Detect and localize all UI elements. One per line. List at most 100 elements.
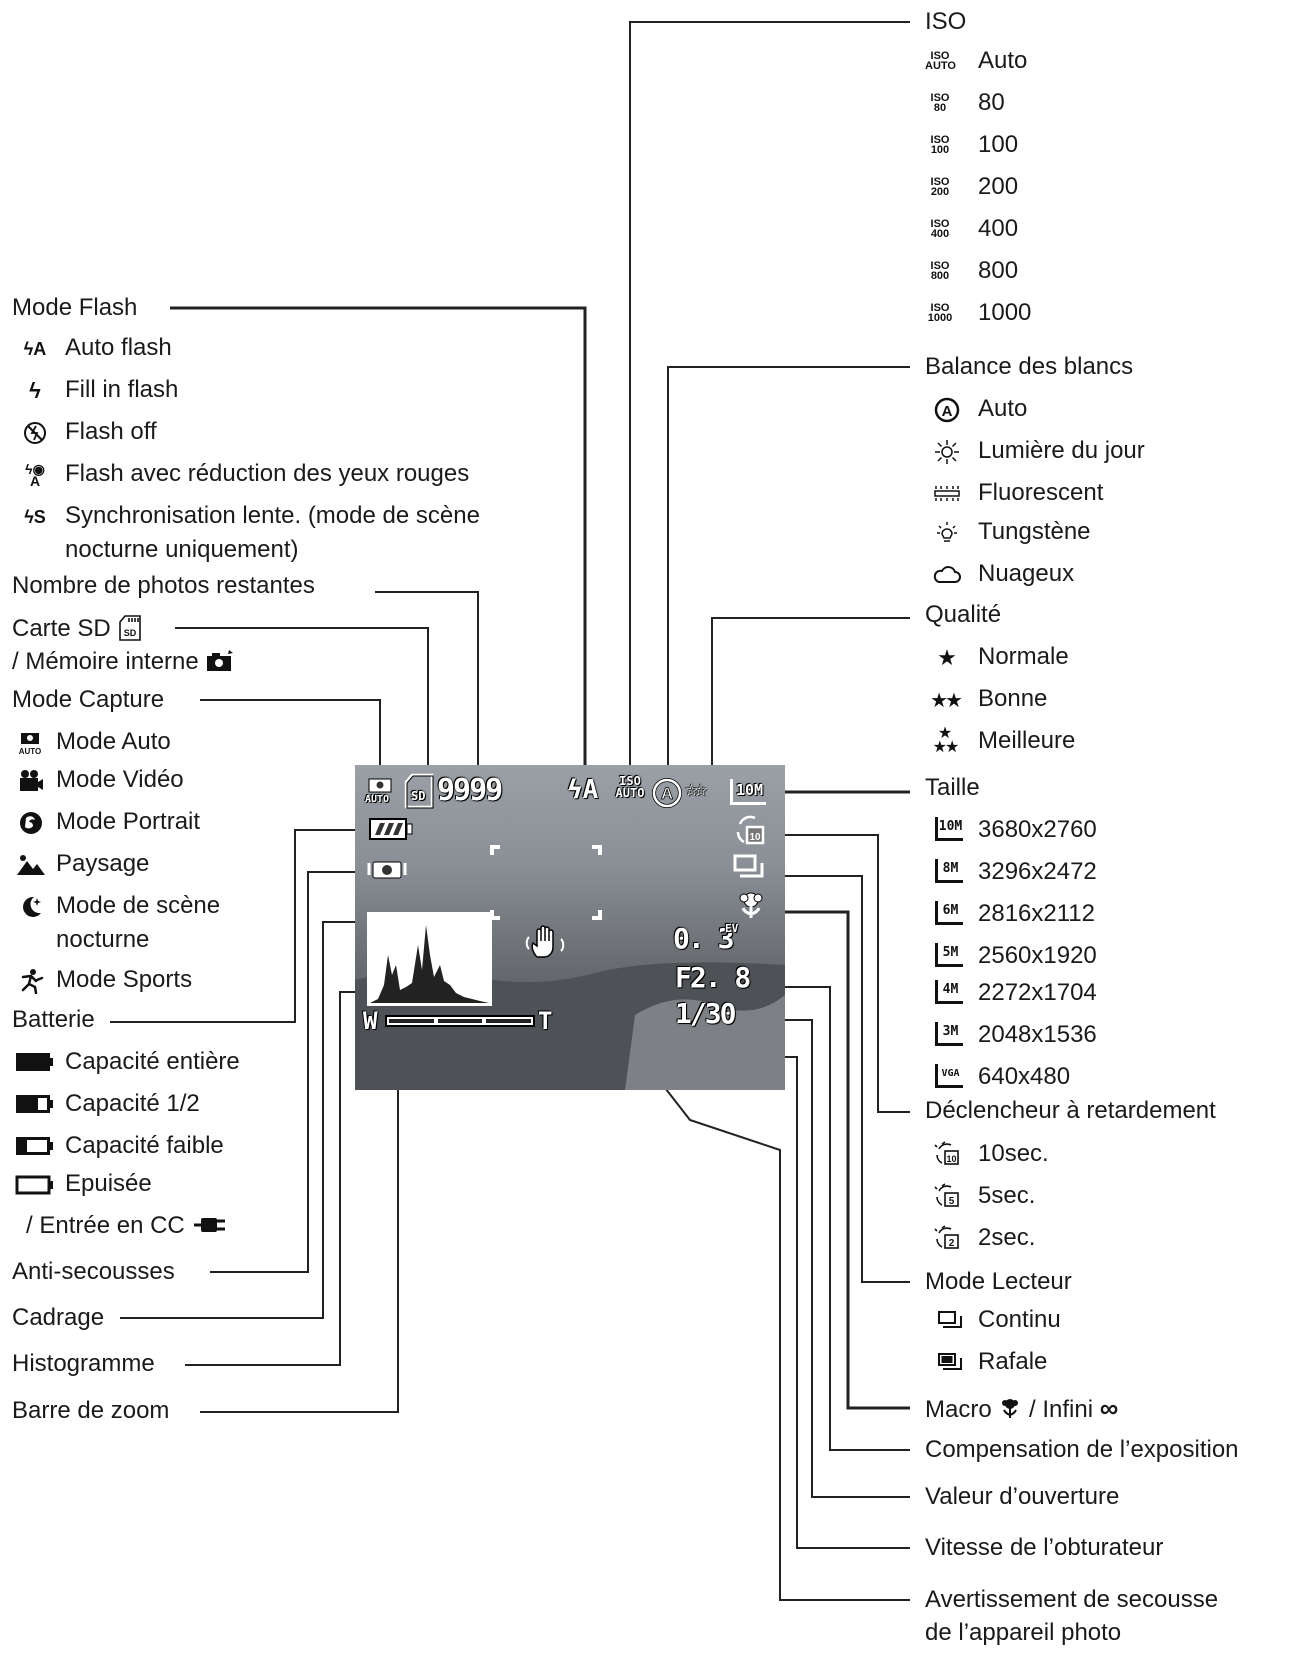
lcd-zoom-w: W	[363, 1007, 378, 1035]
tungsten-icon	[932, 520, 962, 546]
size-10m-icon: 10M	[935, 817, 963, 841]
size-vga-icon: VGA	[935, 1064, 963, 1088]
size-4m-icon: 4M	[935, 980, 963, 1004]
lcd-drive-icon	[732, 853, 768, 888]
one-star-icon: ★	[937, 645, 957, 670]
sd-card-label: Carte SD SD	[12, 614, 143, 649]
wb-title: Balance des blancs	[925, 353, 1134, 380]
svg-text:A: A	[661, 784, 673, 803]
macro-text: Macro	[925, 1396, 992, 1423]
iso-leader	[629, 21, 910, 770]
ev-label: Compensation de l’exposition	[925, 1436, 1239, 1463]
lcd-sd-label: SD	[411, 789, 426, 803]
capture-item-label: Mode Sports	[56, 966, 193, 993]
quality-item-label: Bonne	[978, 685, 1048, 712]
wb-item-label: Nuageux	[978, 560, 1075, 587]
sd-leader	[175, 627, 429, 770]
wb-item-label: Tungstène	[978, 518, 1091, 545]
svg-text:A: A	[942, 403, 953, 420]
wb-auto-icon: A	[932, 397, 962, 423]
drive-item-label: Continu	[978, 1306, 1061, 1333]
lcd-macro-icon	[735, 890, 767, 925]
size-title: Taille	[925, 774, 980, 801]
lcd-aperture: F2. 8	[675, 961, 751, 994]
battery-title: Batterie	[12, 1006, 95, 1033]
quality-item-label: Normale	[978, 643, 1069, 670]
lcd-shake-warning-icon	[525, 923, 569, 968]
battery-item-label: Capacité faible	[65, 1132, 224, 1159]
flash-item-label: Auto flash	[65, 334, 172, 361]
flash-title: Mode Flash	[12, 294, 138, 321]
infinity-icon: ∞	[1099, 1393, 1119, 1423]
flash-item-label-cont: nocturne uniquement)	[65, 536, 299, 563]
svg-text:SD: SD	[124, 628, 137, 638]
three-star-icon: ★★★	[932, 725, 960, 756]
iso-400-icon: ISO 400	[930, 218, 950, 240]
timer-2-icon: 2	[932, 1225, 962, 1251]
flash-item-label: Flash off	[65, 418, 157, 445]
battery-item-label: Capacité 1/2	[65, 1090, 200, 1117]
svg-text:10: 10	[749, 832, 761, 843]
drive-title: Mode Lecteur	[925, 1268, 1072, 1295]
lcd-sd-icon	[403, 773, 435, 814]
capture-mode-title: Mode Capture	[12, 686, 165, 713]
iso-80-icon: ISO 80	[930, 92, 950, 114]
timer-title: Déclencheur à retardement	[925, 1097, 1216, 1124]
lcd-size-icon: 10M	[730, 779, 766, 805]
battery-low-icon	[14, 1133, 54, 1159]
lcd-anti-shake-icon	[367, 855, 407, 888]
continuous-icon	[935, 1307, 965, 1333]
histogram-leader	[185, 991, 368, 1366]
capture-item-label-cont: nocturne	[56, 926, 150, 953]
iso-100-icon: ISO 100	[930, 134, 950, 156]
timer-5-icon: 5	[932, 1183, 962, 1209]
macro-label: Macro / Infini ∞	[925, 1394, 1118, 1427]
lcd-histogram	[367, 912, 492, 1006]
internal-memory-text: / Mémoire interne	[12, 648, 199, 675]
lcd-wb-auto-icon: A	[651, 777, 683, 814]
lcd-zoom-t: T	[538, 1007, 553, 1035]
framing-label: Cadrage	[12, 1304, 105, 1331]
camera-icon	[205, 649, 235, 680]
iso-item-label: 1000	[978, 299, 1032, 326]
flash-fill-icon: ϟ	[29, 378, 41, 403]
capture-item-label: Mode Portrait	[56, 808, 201, 835]
size-8m-icon: 8M	[935, 859, 963, 883]
capture-item-label: Mode Auto	[56, 728, 171, 755]
flash-leader	[170, 306, 587, 770]
timer-item-label: 2sec.	[978, 1224, 1036, 1251]
shake-warning-label-1: Avertissement de secousse	[925, 1586, 1219, 1613]
flash-item-label: Synchronisation lente. (mode de scène	[65, 502, 480, 529]
iso-item-label: 100	[978, 131, 1019, 158]
capture-leader	[200, 699, 381, 770]
wb-item-label: Fluorescent	[978, 479, 1104, 506]
size-item-label: 3680x2760	[978, 816, 1097, 843]
wb-leader	[667, 366, 910, 770]
lcd-focus-frame	[490, 845, 602, 920]
quality-title: Qualité	[925, 601, 1002, 628]
anti-shake-label: Anti-secousses	[12, 1258, 175, 1285]
shake-warning-label-2: de l’appareil photo	[925, 1619, 1122, 1646]
zoom-leader	[200, 1058, 399, 1413]
wb-item-label: Lumière du jour	[978, 437, 1145, 464]
battery-half-icon	[14, 1091, 54, 1117]
macro-flower-icon	[998, 1396, 1022, 1427]
timer-item-label: 5sec.	[978, 1182, 1036, 1209]
size-item-label: 640x480	[978, 1063, 1071, 1090]
battery-item-label: Epuisée	[65, 1170, 152, 1197]
lcd-auto-mode-icon	[363, 775, 399, 814]
svg-text:AUTO: AUTO	[19, 747, 42, 756]
lcd-shots-remaining: 9999	[437, 773, 503, 808]
lcd-timer-icon: 10	[732, 812, 768, 853]
iso-1000-icon: ISO 1000	[927, 302, 953, 324]
iso-auto-icon: ISO AUTO	[925, 50, 956, 72]
size-item-label: 2560x1920	[978, 942, 1097, 969]
lcd-iso-auto-icon: ISO AUTO	[615, 774, 645, 800]
timer-10-icon: 10	[932, 1141, 962, 1167]
battery-full-icon	[14, 1049, 54, 1075]
svg-text:10: 10	[946, 1154, 956, 1164]
iso-item-label: 400	[978, 215, 1019, 242]
shots-remaining-label: Nombre de photos restantes	[12, 572, 315, 599]
size-6m-icon: 6M	[935, 901, 963, 925]
sports-icon	[16, 968, 46, 994]
